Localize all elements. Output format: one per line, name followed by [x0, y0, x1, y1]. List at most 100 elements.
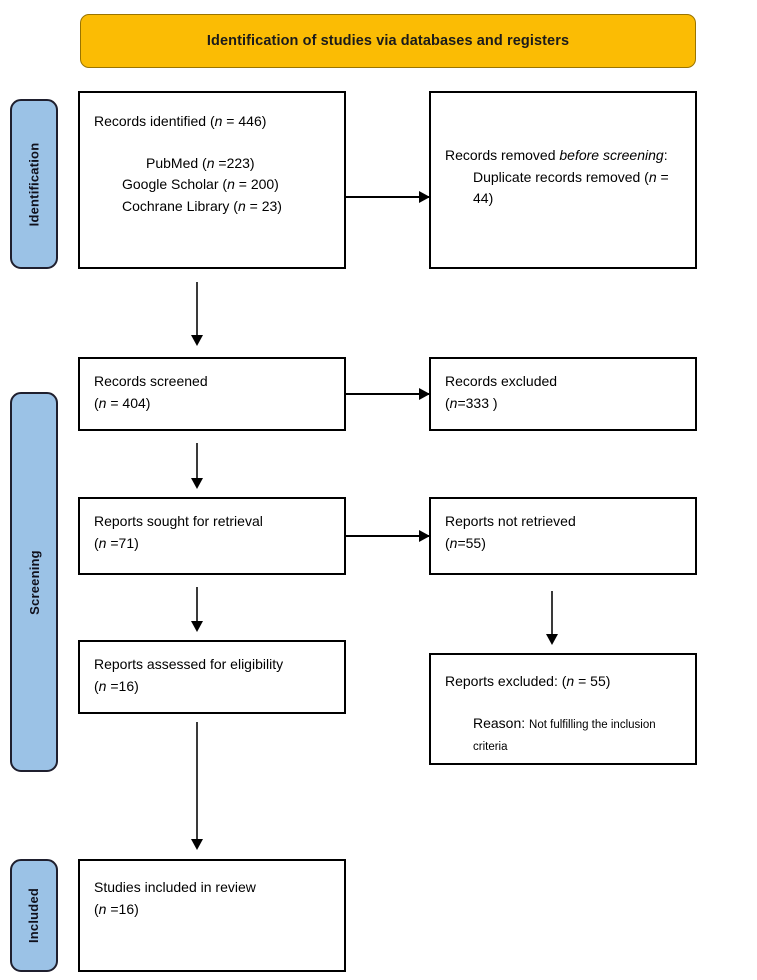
box-records-identified: Records identified (n = 446) PubMed (n =… — [78, 91, 346, 269]
reports-assessed-count: (n =16) — [94, 676, 330, 698]
arrow-line — [196, 587, 198, 621]
arrow-assessed-to-included-icon — [180, 722, 214, 850]
stage-label-screening-text: Screening — [26, 549, 42, 615]
arrow-line — [551, 591, 553, 634]
records-excluded-count: (n=333 ) — [445, 393, 681, 415]
arrow-line — [196, 443, 198, 478]
records-excluded-count-post: =333 ) — [457, 394, 498, 411]
box-studies-included-in-review: Studies included in review (n =16) — [78, 859, 346, 972]
studies-included-count-n: n — [98, 900, 107, 917]
arrow-screened-to-excluded-icon — [346, 383, 430, 405]
reports-assessed-count-pre: ( — [94, 677, 99, 694]
box-reports-sought-for-retrieval: Reports sought for retrieval (n =71) — [78, 497, 346, 575]
reports-excluded-heading-n: n — [566, 673, 575, 689]
stage-label-included: Included — [10, 859, 58, 972]
arrow-line — [196, 722, 198, 839]
box-reports-excluded: Reports excluded: (n = 55) Reason: Not f… — [429, 653, 697, 765]
reports-assessed-count-n: n — [98, 677, 107, 694]
box-records-excluded: Records excluded (n=333 ) — [429, 357, 697, 431]
arrow-line — [346, 196, 430, 198]
arrow-head — [191, 839, 203, 850]
box-reports-not-retrieved: Reports not retrieved (n=55) — [429, 497, 697, 575]
arrow-identified-to-screened-icon — [180, 282, 214, 346]
reports-assessed-label: Reports assessed for eligibility — [94, 656, 284, 672]
duplicate-removed-pre: Duplicate records removed ( — [473, 168, 649, 185]
reports-sought-count: (n =71) — [94, 533, 330, 555]
records-identified-source-2: Google Scholar (n = 200) — [94, 174, 330, 196]
spacer — [94, 133, 330, 153]
box-records-screened: Records screened (n = 404) — [78, 357, 346, 431]
arrow-head — [419, 530, 430, 542]
records-removed-heading-post: : — [663, 147, 668, 163]
records-identified-total-n: n — [214, 113, 223, 129]
arrow-head — [191, 478, 203, 489]
records-identified-total-pre: Records identified ( — [94, 113, 215, 129]
duplicate-removed-post: = 44) — [473, 168, 669, 207]
records-excluded-count-pre: ( — [445, 394, 450, 411]
arrow-line — [346, 535, 430, 537]
arrow-identified-to-removed-icon — [346, 186, 430, 208]
arrow-head — [191, 335, 203, 346]
stage-label-identification: Identification — [10, 99, 58, 269]
records-removed-heading-pre: Records removed — [445, 147, 560, 163]
reports-sought-count-pre: ( — [94, 534, 99, 551]
arrow-sought-to-not-retrieved-icon — [346, 525, 430, 547]
source-1-n: n — [206, 154, 215, 171]
source-3-post: = 23) — [245, 198, 282, 215]
source-2-n: n — [227, 176, 235, 193]
records-excluded-count-n: n — [449, 394, 458, 411]
arrow-not-retrieved-to-excluded-icon — [535, 591, 569, 645]
studies-included-count-post: =16) — [106, 900, 139, 917]
arrow-head — [191, 621, 203, 632]
reports-not-retrieved-count: (n=55) — [445, 533, 681, 555]
records-screened-count: (n = 404) — [94, 393, 330, 415]
box-reports-assessed-for-eligibility: Reports assessed for eligibility (n =16) — [78, 640, 346, 714]
reports-not-retrieved-count-n: n — [449, 534, 458, 551]
reports-excluded-reason: Reason: Not fulfilling the inclusion cri… — [445, 713, 681, 757]
box-records-removed-before-screening: Records removed before screening: Duplic… — [429, 91, 697, 269]
arrow-head — [419, 191, 430, 203]
source-3-pre: Cochrane Library ( — [122, 198, 238, 215]
arrow-head — [419, 388, 430, 400]
source-1-post: =223) — [214, 154, 255, 171]
records-removed-heading-em: before screening — [559, 147, 664, 163]
studies-included-label: Studies included in review — [94, 879, 256, 895]
records-screened-count-post: = 404) — [106, 394, 151, 411]
stage-label-screening: Screening — [10, 392, 58, 772]
arrow-screened-to-sought-icon — [180, 443, 214, 489]
reports-not-retrieved-label: Reports not retrieved — [445, 513, 576, 529]
duplicate-removed-n: n — [648, 168, 657, 185]
arrow-line — [346, 393, 430, 395]
arrow-line — [196, 282, 198, 335]
arrow-sought-to-assessed-icon — [180, 587, 214, 632]
duplicate-records-removed: Duplicate records removed (n = 44) — [445, 167, 681, 210]
reason-text: Not fulfilling the inclusion criteria — [473, 718, 656, 753]
studies-included-count-pre: ( — [94, 900, 99, 917]
records-removed-heading: Records removed before screening: — [445, 145, 681, 167]
reports-excluded-heading-post: = 55) — [574, 673, 611, 689]
reports-excluded-heading: Reports excluded: (n = 55) — [445, 671, 681, 693]
records-identified-total: Records identified (n = 446) — [94, 111, 330, 133]
records-screened-count-n: n — [98, 394, 107, 411]
stage-label-included-text: Included — [26, 887, 42, 944]
reports-sought-count-post: =71) — [106, 534, 139, 551]
spacer — [445, 693, 681, 713]
reason-label: Reason: — [473, 714, 526, 731]
source-2-pre: Google Scholar ( — [122, 176, 228, 193]
records-identified-total-post: = 446) — [222, 113, 267, 129]
studies-included-count: (n =16) — [94, 899, 330, 921]
records-screened-label: Records screened — [94, 373, 208, 389]
reports-not-retrieved-count-pre: ( — [445, 534, 450, 551]
reports-not-retrieved-count-post: =55) — [457, 534, 486, 551]
source-1-pre: PubMed ( — [146, 154, 207, 171]
diagram-banner: Identification of studies via databases … — [80, 14, 696, 68]
reports-sought-label: Reports sought for retrieval — [94, 513, 263, 529]
banner-title: Identification of studies via databases … — [206, 33, 570, 49]
records-identified-source-3: Cochrane Library (n = 23) — [94, 196, 330, 218]
source-2-post: = 200) — [234, 176, 279, 193]
reports-sought-count-n: n — [98, 534, 107, 551]
records-excluded-label: Records excluded — [445, 373, 558, 389]
records-identified-source-1: PubMed (n =223) — [94, 153, 330, 175]
arrow-head — [546, 634, 558, 645]
